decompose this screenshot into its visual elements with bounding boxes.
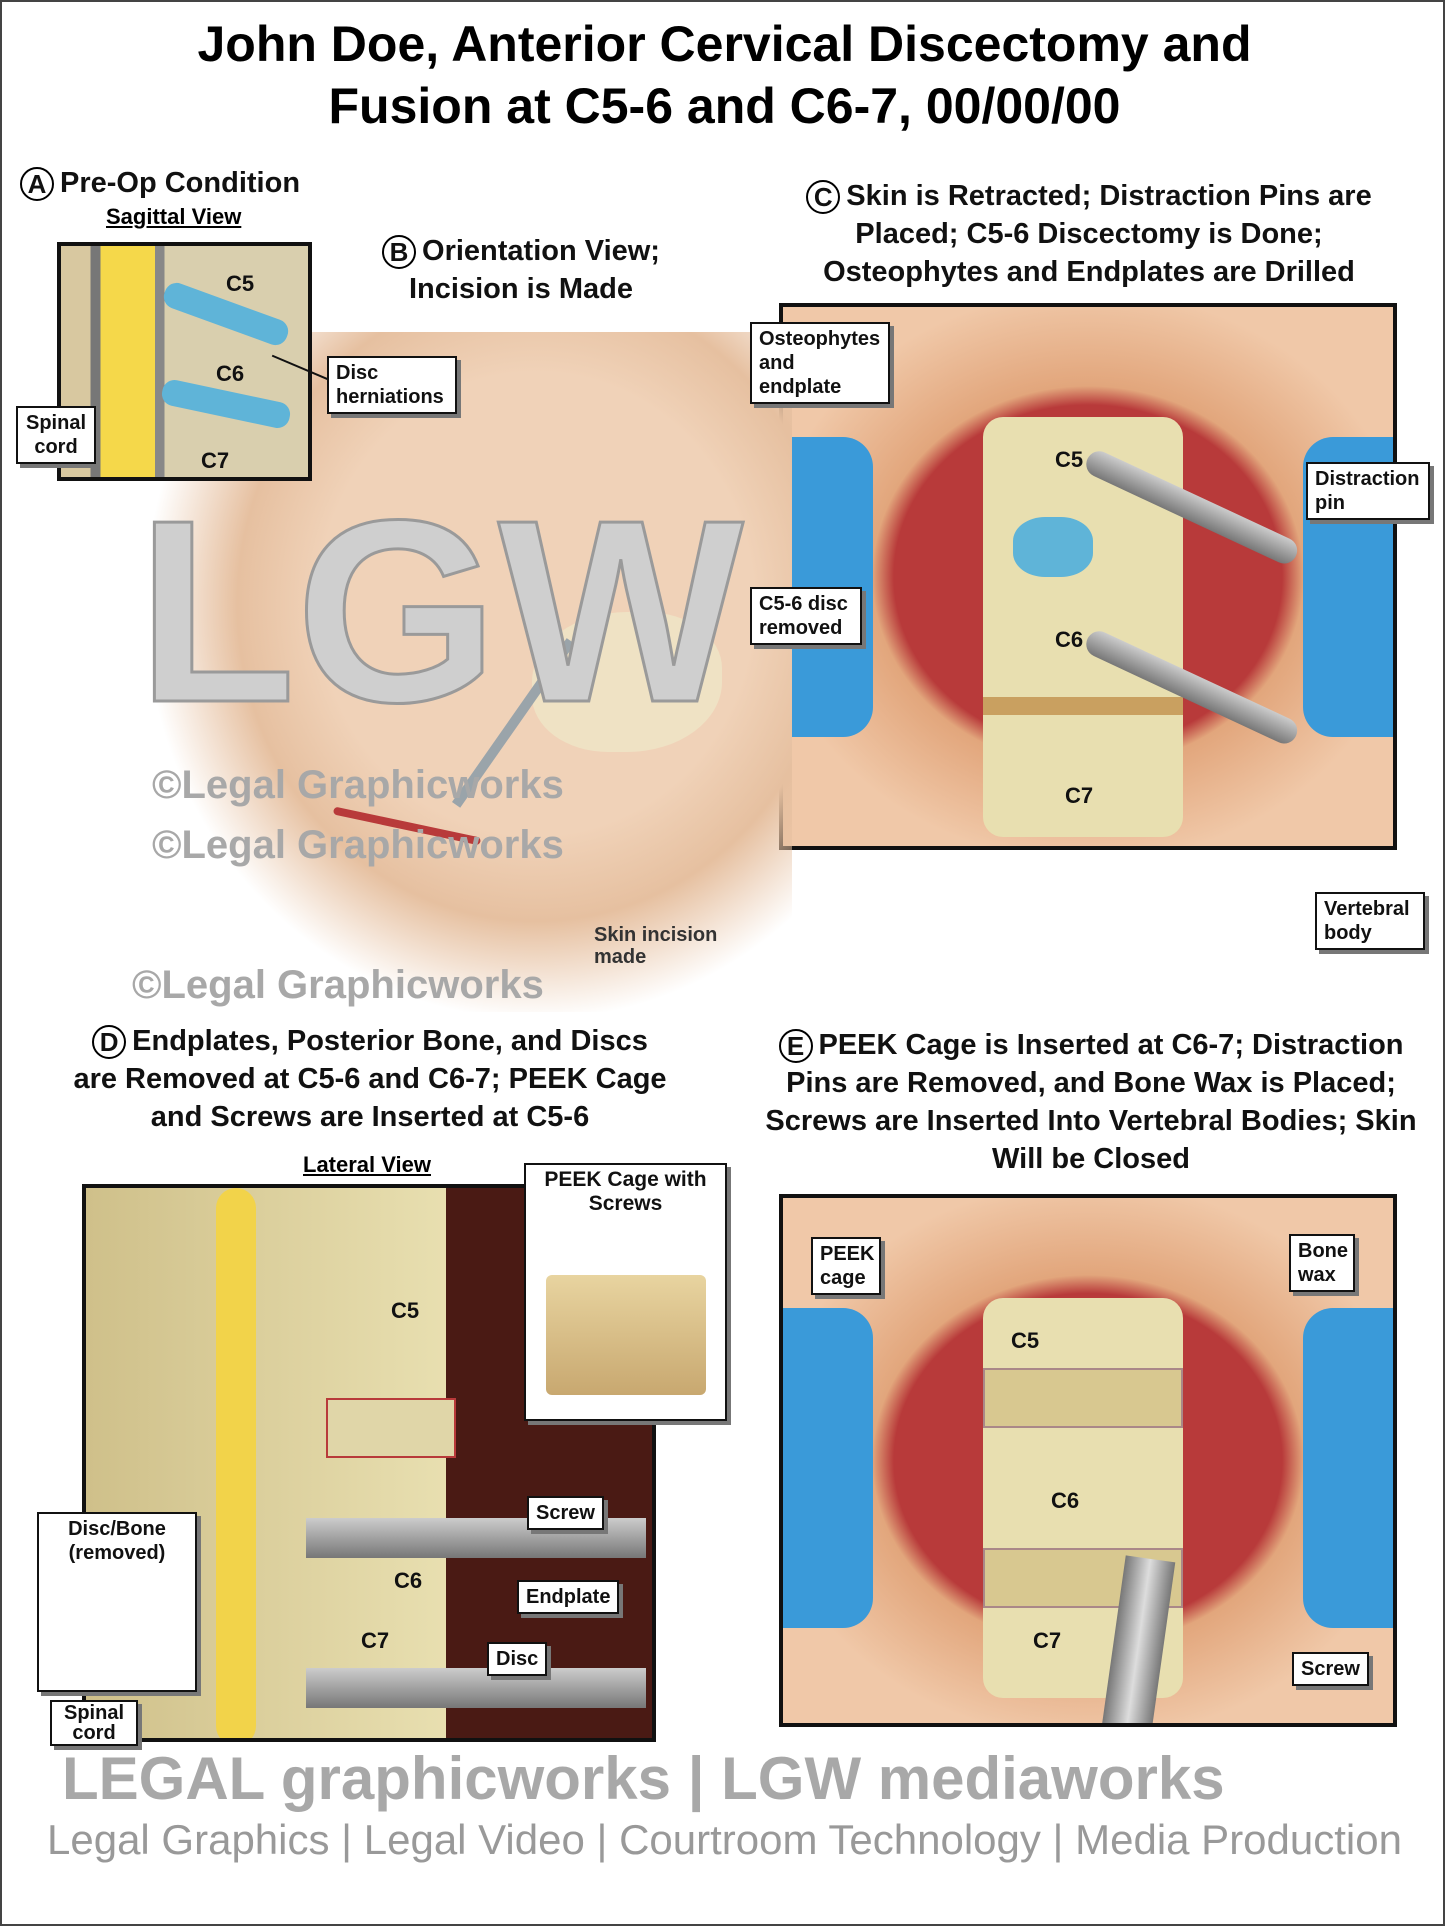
d-c5-label: C5 (391, 1298, 420, 1323)
a-c6-label: C6 (216, 361, 245, 386)
panel-a-title: Pre-Op Condition (60, 167, 301, 199)
skin-incision (332, 806, 482, 846)
vertebral-body-label: Vertebral body (1315, 892, 1425, 950)
disc-bone-removed-label: Disc/Bone (removed) (68, 1518, 166, 1564)
a-c5-label: C5 (226, 271, 255, 296)
gloved-hand (532, 612, 722, 752)
left-retractor-e (783, 1308, 873, 1628)
disc-bone-removed-inset: Disc/Bone (removed) (37, 1512, 197, 1692)
c6-7-disc (983, 697, 1183, 715)
c-c7-label: C7 (1065, 783, 1094, 808)
c-c6-label: C6 (1055, 627, 1084, 652)
disc-label: Disc (487, 1642, 548, 1676)
distraction-pin-d-lower (306, 1668, 646, 1708)
disc-herniations-label: Disc herniations (327, 356, 457, 414)
bone-wax-label: Bone wax (1289, 1234, 1355, 1292)
d-c6-label: C6 (394, 1568, 423, 1593)
peek-cage-c5-6 (983, 1368, 1183, 1428)
panel-e-letter: E (778, 1029, 813, 1064)
e-c7-label: C7 (1033, 1628, 1062, 1653)
panel-d-title: Endplates, Posterior Bone, and Discs are… (73, 1025, 667, 1133)
peek-cage-inserted (326, 1398, 456, 1458)
right-retractor-e (1303, 1308, 1393, 1628)
skin-incision-label: Skin incision made (594, 924, 718, 968)
footer-brands: LEGAL graphicworks | LGW mediaworks (62, 1745, 1225, 1812)
panel-b-title: Orientation View; Incision is Made (409, 235, 660, 305)
surgical-field-e: C5 C6 C7 (779, 1194, 1397, 1727)
d-c7-label: C7 (361, 1628, 390, 1653)
d-spinal-cord-label: Spinal cord (50, 1700, 138, 1746)
peek-cage-inset: PEEK Cage with Screws (524, 1163, 727, 1421)
title-line-2: Fusion at C5-6 and C6-7, 00/00/00 (328, 78, 1121, 134)
distraction-pin-label: Distraction pin (1306, 462, 1430, 520)
c-c5-label: C5 (1055, 447, 1084, 472)
osteophytes-label: Osteophytes and endplate (750, 322, 890, 404)
lgw-watermark-logo: LGW (135, 467, 744, 757)
e-c6-label: C6 (1051, 1488, 1080, 1513)
peek-cage-label: PEEK cage (811, 1237, 881, 1295)
panel-e-title: PEEK Cage is Inserted at C6-7; Distracti… (765, 1029, 1417, 1175)
a-spinal-cord-label: Spinal cord (16, 406, 96, 464)
title-line-1: John Doe, Anterior Cervical Discectomy a… (197, 16, 1252, 72)
screw-label-e: Screw (1292, 1652, 1369, 1686)
disc-removed-label: C5-6 disc removed (750, 587, 862, 645)
panel-b-letter: B (382, 235, 417, 270)
screw-label-d: Screw (527, 1496, 604, 1530)
panel-c-title: Skin is Retracted; Distraction Pins are … (823, 180, 1372, 288)
a-c7-label: C7 (201, 448, 230, 473)
peek-cage-inset-title: PEEK Cage with Screws (544, 1168, 707, 1215)
sagittal-spine-illustration: C5 C6 C7 (57, 242, 312, 481)
endplate-label: Endplate (517, 1580, 620, 1614)
e-c5-label: C5 (1011, 1328, 1040, 1353)
footer-services: Legal Graphics | Legal Video | Courtroom… (47, 1816, 1402, 1863)
lateral-view-label: Lateral View (303, 1152, 431, 1177)
removed-disc (1013, 517, 1093, 577)
panel-d-letter: D (92, 1025, 127, 1060)
sagittal-view-label: Sagittal View (106, 204, 242, 229)
panel-c-letter: C (806, 180, 841, 215)
spinal-nerve (216, 1188, 256, 1738)
peek-cage-image (546, 1275, 706, 1395)
panel-a-letter: A (20, 167, 54, 202)
